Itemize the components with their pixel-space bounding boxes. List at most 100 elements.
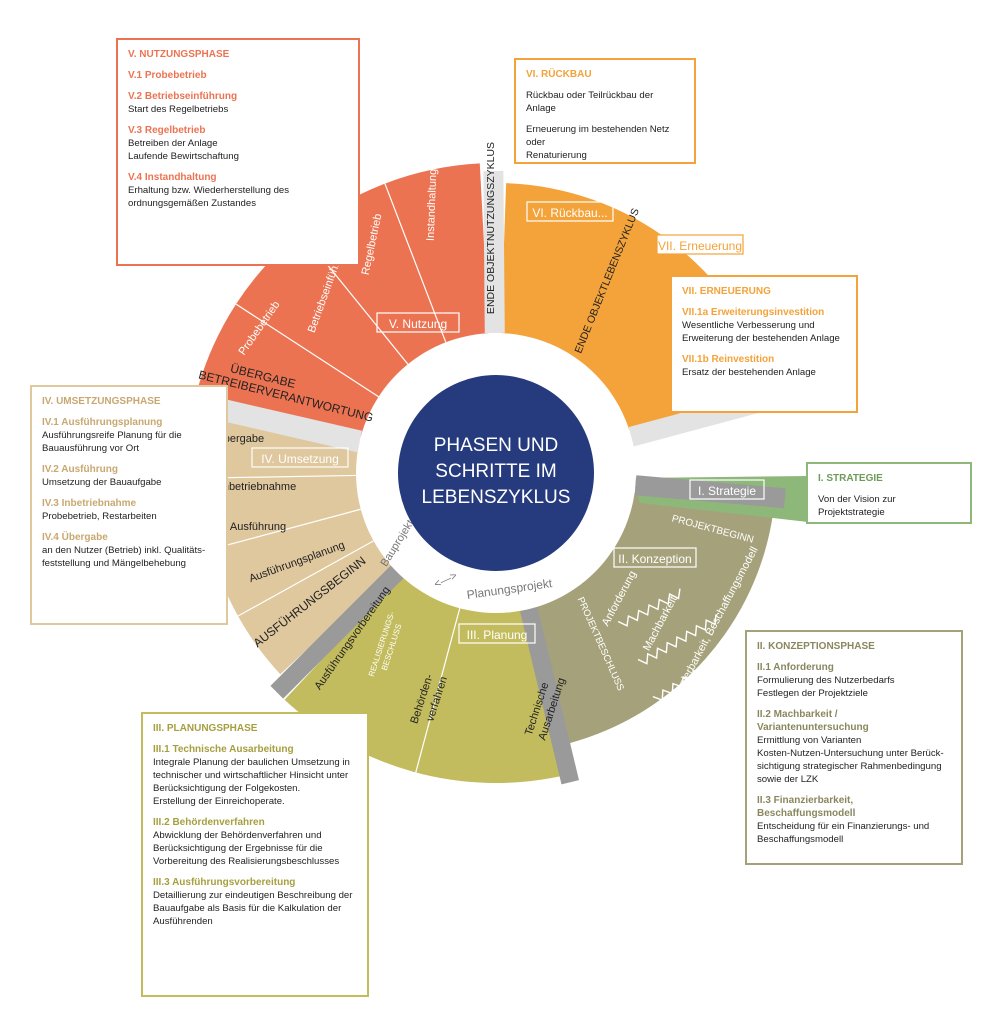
phase-label-konzeption: II. Konzeption [618, 552, 691, 566]
box-item-desc: Probebetrieb, Restarbeiten [42, 511, 157, 522]
box-item-desc: Betreiben der Anlage Laufende Bewirtscha… [128, 138, 239, 162]
box-heading: V. NUTZUNGSPHASE [128, 49, 230, 60]
box-item-desc: Ersatz der bestehenden Anlage [682, 367, 816, 378]
konzeption-zigzags [617, 588, 755, 702]
phase-label-rueckbau: VI. Rückbau... [532, 206, 607, 220]
milestone-ende-objektnutzung: ENDE OBJEKTNUTZUNGSZYKLUS [485, 142, 497, 314]
phase-label-erneuerung: VII. Erneuerung [658, 239, 742, 253]
box-item-title: VII.1a Erweiterungsinvestition [682, 307, 825, 318]
phase-labels: V. Nutzung VI. Rückbau... VII. ErneuerungI… [251, 201, 765, 644]
phase-label-strategie: I. Strategie [698, 484, 756, 498]
band-projektbeschluss [519, 607, 579, 785]
umsetzungsphase-box: IV. UMSETZUNGSPHASE IV.1 Ausführungsplanu… [30, 385, 228, 625]
segment-instandhaltung: Instandhaltung [425, 169, 440, 242]
segment-inbetriebnahme: Inbetriebnahme [220, 481, 296, 493]
box-item-desc: Detaillierung zur eindeutigen Beschreibu… [153, 890, 353, 927]
box-item: Von der Vision zur Projektstrategie [818, 493, 960, 519]
band-uebergabe [206, 395, 363, 453]
box-heading: VII. ERNEUERUNG [682, 286, 771, 297]
box-heading: II. KONZEPTIONSPHASE [757, 641, 875, 652]
band-ende-objektnutzung [483, 170, 505, 334]
box-item-desc: Ermittlung von Varianten Kosten-Nutzen-U… [757, 735, 944, 785]
phase-label-strategie-frame [689, 479, 765, 500]
box-item-desc: Erhaltung bzw. Wiederherstellung des ord… [128, 185, 290, 209]
band-projektbeginn [634, 475, 786, 509]
box-item-desc: Erneuerung im bestehenden Netz oder Rena… [526, 124, 670, 161]
zigzag-line [637, 614, 717, 665]
box-item: Erneuerung im bestehenden Netz oder Rena… [526, 123, 684, 162]
box-item-title: IV.2 Ausführung [42, 464, 118, 475]
box-item-desc: Wesentliche Verbesserung und Erweiterung… [682, 320, 840, 344]
box-item-desc: Entscheidung für ein Finanzierungs- und … [757, 821, 930, 845]
box-item-title: V.3 Regelbetrieb [128, 125, 206, 136]
phase-label-konzeption-frame [613, 547, 697, 568]
box-item-title: II.2 Machbarkeit / Variantenuntersuchung [757, 709, 869, 733]
phase-label-nutzung: V. Nutzung [389, 317, 447, 331]
box-item: II.2 Machbarkeit / Variantenuntersuchung… [757, 708, 951, 786]
planungsphase-box: III. PLANUNGSPHASE III.1 Technische Ausar… [141, 712, 369, 997]
box-item-desc: Start des Regelbetriebs [128, 104, 229, 115]
box-item-title: IV.1 Ausführungsplanung [42, 417, 163, 428]
box-item: Rückbau oder Teilrückbau der Anlage [526, 89, 684, 115]
divider [415, 608, 461, 773]
divider [210, 508, 361, 550]
divider [237, 540, 374, 617]
phase-label-umsetzung-frame [251, 447, 349, 468]
box-item-title: VII.1b Reinvestition [682, 354, 775, 365]
phase-label-erneuerung-frame [656, 234, 744, 255]
zigzag-line [652, 631, 755, 702]
center-title-line1: PHASEN UND [434, 435, 559, 456]
box-item-desc: Von der Vision zur Projektstrategie [818, 494, 896, 518]
box-item: II.3 Finanzierbarkeit, Beschaffungsmodel… [757, 794, 951, 846]
divider [384, 183, 447, 343]
box-item-title: III.2 Behördenverfahren [153, 817, 265, 828]
phase-sectors [196, 163, 808, 783]
zigzag-line [617, 588, 681, 627]
phase-label-nutzung-frame [376, 312, 460, 333]
erneuerung-box: VII. ERNEUERUNG VII.1a Erweiterungsinvest… [670, 275, 858, 413]
box-item: V.1 Probebetrieb [128, 69, 348, 82]
phase-label-planung: III. Planung [467, 628, 528, 642]
box-item-title: V.1 Probebetrieb [128, 70, 207, 81]
center-circle [398, 375, 594, 571]
box-item-title: V.4 Instandhaltung [128, 172, 217, 183]
box-heading: III. PLANUNGSPHASE [153, 723, 258, 734]
center-title-line3: LEBENSZYKLUS [422, 487, 571, 508]
box-heading: I. STRATEGIE [818, 473, 883, 484]
strategie-box: I. STRATEGIE Von der Vision zur Projektst… [806, 462, 972, 524]
box-item-desc: Integrale Planung der baulichen Umsetzun… [153, 757, 350, 807]
box-item-desc: Rückbau oder Teilrückbau der Anlage [526, 90, 654, 114]
box-heading: VI. RÜCKBAU [526, 69, 592, 80]
rueckbau-box: VI. RÜCKBAU Rückbau oder Teilrückbau der … [514, 58, 696, 164]
box-item-title: IV.3 Inbetriebnahme [42, 498, 137, 509]
box-item-title: IV.4 Übergabe [42, 532, 108, 543]
box-item-desc: Formulierung des Nutzerbedarfs Festlegen… [757, 675, 895, 699]
segment-dividers [201, 183, 461, 773]
band-realisierung [270, 565, 404, 699]
divider [235, 303, 379, 398]
box-heading: IV. UMSETZUNGSPHASE [42, 396, 161, 407]
box-item-title: II.3 Finanzierbarkeit, Beschaffungsmodel… [757, 795, 856, 819]
box-item-title: II.1 Anforderung [757, 662, 834, 673]
box-item-desc: Umsetzung der Bauaufgabe [42, 477, 162, 488]
phase-label-rueckbau-frame [526, 201, 614, 222]
center-title-line2: SCHRITTE IM [435, 461, 556, 482]
box-item-desc: an den Nutzer (Betrieb) inkl. Qualitäts-… [42, 545, 206, 569]
box-item-desc: Ausführungsreife Planung für die Bauausf… [42, 430, 182, 454]
segment-ausfuehrung: Ausführung [230, 521, 286, 533]
box-item: IV.4 Übergabe an den Nutzer (Betrieb) ink… [42, 531, 216, 570]
box-item-title: V.2 Betriebseinführung [128, 91, 238, 102]
box-item-desc: Abwicklung der Behördenverfahren und Ber… [153, 830, 340, 867]
